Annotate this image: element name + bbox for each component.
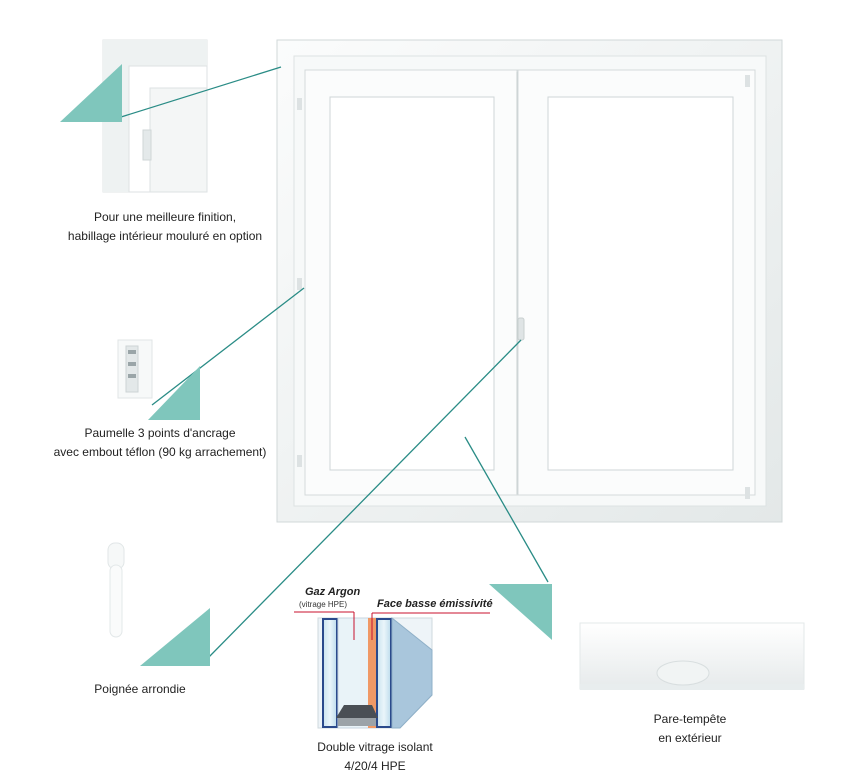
caption-pare-tempete-line2: en extérieur [658,731,722,745]
caption-habillage-line2: habillage intérieur mouluré en option [67,229,263,243]
gas-argon-label: Gaz Argon [305,586,361,598]
caption-habillage: Pour une meilleure finition, habillage i… [30,208,300,246]
caption-pare-tempete-line1: Pare-tempête [653,712,727,726]
callout-triangles [60,64,552,666]
caption-poignee-line1: Poignée arrondie [94,682,186,696]
caption-paumelle-line1: Paumelle 3 points d'ancrage [84,426,236,440]
paumelle-photo [117,339,153,399]
habillage-photo [102,39,208,193]
caption-paumelle: Paumelle 3 points d'ancrage avec embout … [20,424,300,462]
low-e-coating-label: Face basse émissivité [377,598,493,610]
caption-poignee: Poignée arrondie [40,680,240,699]
caption-paumelle-line2: avec embout téflon (90 kg arrachement) [53,445,267,459]
caption-vitrage-line1: Double vitrage isolant [317,740,433,754]
window-frame [276,39,783,523]
caption-vitrage-line2: 4/20/4 HPE [344,759,406,773]
pare-tempete-photo [579,622,805,690]
handle-photo [107,542,125,638]
double-glazing-diagram [317,616,433,729]
glazing-annotation-lines [294,611,490,640]
leader-lines [120,66,549,661]
caption-pare-tempete: Pare-tempête en extérieur [600,710,780,748]
caption-vitrage: Double vitrage isolant 4/20/4 HPE [285,738,465,776]
caption-habillage-line1: Pour une meilleure finition, [93,210,237,224]
gas-argon-sublabel: (vitrage HPE) [299,600,348,609]
